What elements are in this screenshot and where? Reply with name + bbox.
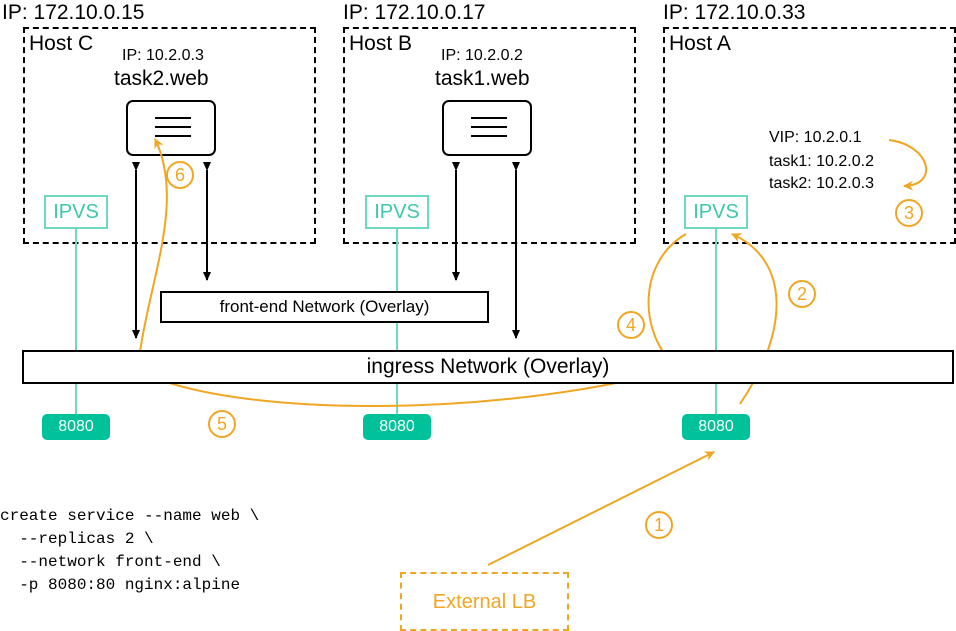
host-c-box [23, 27, 316, 244]
port-a: 8080 [682, 414, 750, 440]
step-4: 4 [617, 311, 645, 339]
step-2: 2 [788, 280, 816, 308]
step1-arrow [487, 451, 715, 566]
task2-container[interactable] [126, 100, 216, 156]
step-6: 6 [166, 161, 194, 189]
menu-icon-line [155, 117, 191, 119]
menu-icon-line [471, 135, 507, 137]
menu-icon-line [471, 126, 507, 128]
step5-arrow [137, 370, 665, 407]
host-a-box [663, 27, 956, 244]
step-3: 3 [895, 199, 923, 227]
service-command: create service --name web \ --replicas 2… [0, 505, 259, 597]
step-5: 5 [208, 410, 236, 438]
vip-entry: VIP: 10.2.0.1 [769, 129, 862, 146]
task2-name: task2.web [114, 67, 209, 90]
task1-name: task1.web [435, 67, 530, 90]
ipvs-b: IPVS [365, 195, 429, 229]
vip-task2-entry: task2: 10.2.0.3 [769, 175, 874, 192]
step3-arrow [888, 139, 927, 191]
step4-arrow [647, 233, 687, 368]
host-c-ip: IP: 172.10.0.15 [2, 1, 145, 24]
frontend-network: front-end Network (Overlay) [160, 291, 489, 323]
task2-ip: IP: 10.2.0.3 [122, 47, 204, 64]
host-b-name: Host B [349, 32, 413, 55]
task1-container[interactable] [442, 100, 532, 156]
menu-icon-line [155, 135, 191, 137]
menu-icon-line [155, 126, 191, 128]
ipvs-a: IPVS [684, 195, 748, 229]
port-c: 8080 [42, 414, 110, 440]
task1-ip: IP: 10.2.0.2 [441, 47, 523, 64]
command-line: --network front-end \ [0, 553, 221, 571]
host-a-ip: IP: 172.10.0.33 [663, 1, 806, 24]
vip-task1-entry: task1: 10.2.0.2 [769, 153, 874, 170]
command-line: --replicas 2 \ [0, 530, 154, 548]
host-a-name: Host A [669, 32, 731, 55]
ingress-network: ingress Network (Overlay) [22, 350, 954, 384]
step6-arrow [139, 138, 168, 353]
command-line: create service --name web \ [0, 507, 260, 525]
external-lb: External LB [400, 572, 569, 631]
menu-icon-line [471, 117, 507, 119]
ipvs-c: IPVS [44, 195, 108, 229]
host-b-box [343, 27, 636, 244]
command-line: -p 8080:80 nginx:alpine [0, 576, 241, 594]
host-c-name: Host C [29, 32, 94, 55]
host-b-ip: IP: 172.10.0.17 [343, 1, 486, 24]
step-1: 1 [645, 511, 673, 539]
port-b: 8080 [363, 414, 431, 440]
